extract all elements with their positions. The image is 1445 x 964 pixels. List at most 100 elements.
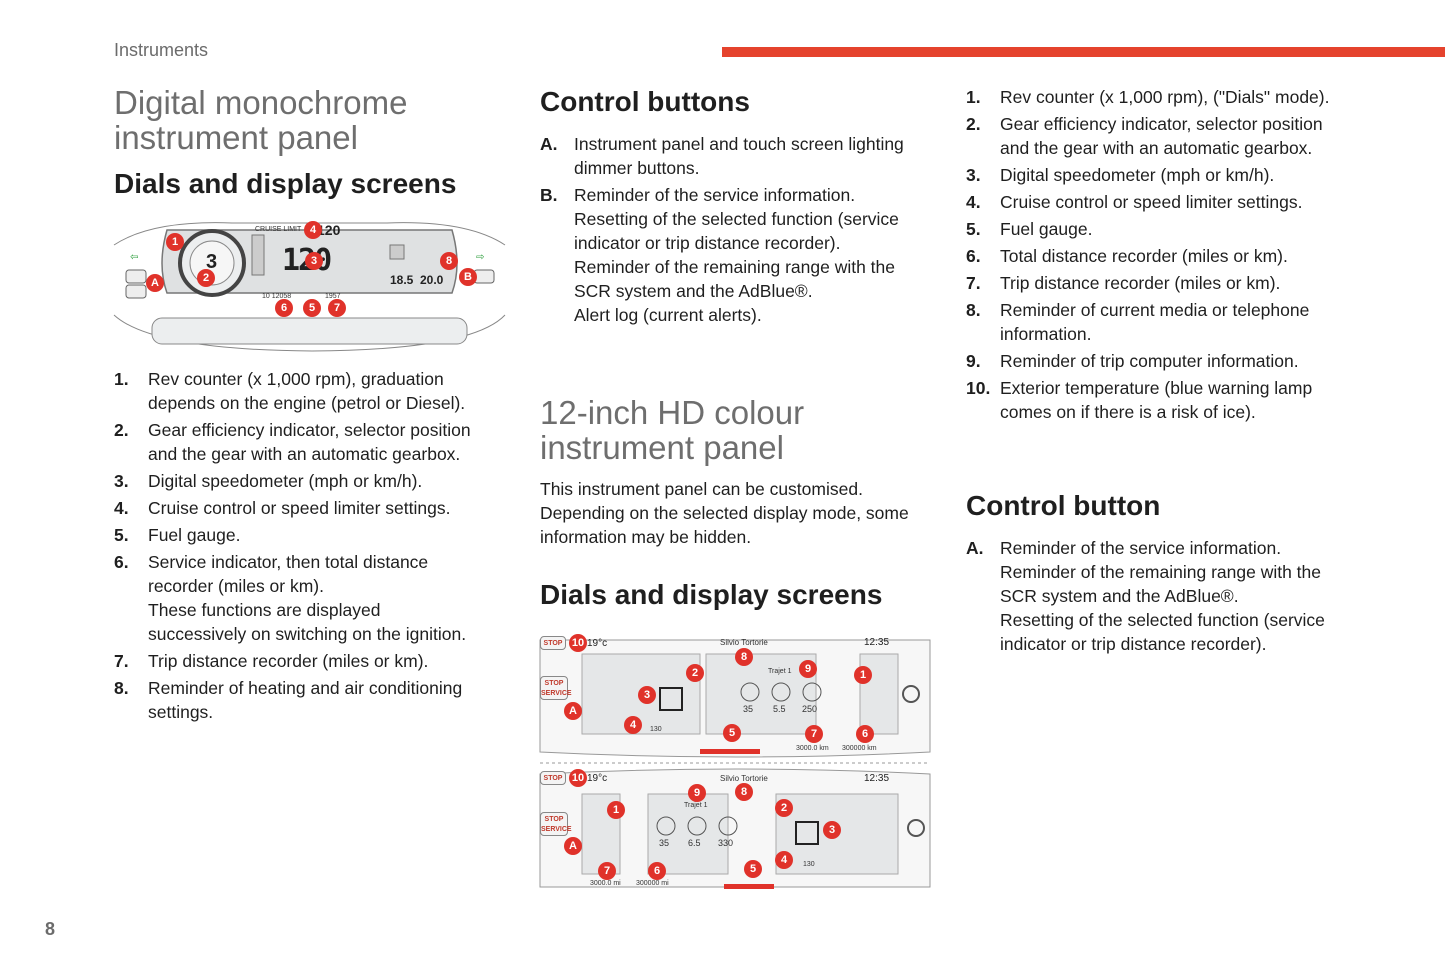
hd-top-trip-value-2: 5.5 xyxy=(773,704,786,714)
hd-callout-bottom-5: 5 xyxy=(744,860,762,878)
svg-text:⇦: ⇦ xyxy=(130,252,138,263)
list-item: 7.Trip distance recorder (miles or km). xyxy=(114,649,509,673)
callout-B: B xyxy=(459,268,477,286)
hd-intro-paragraph: This instrument panel can be customised.… xyxy=(540,479,909,547)
hd-callout-bottom-8: 8 xyxy=(735,783,753,801)
list-item-text: These functions are displayed xyxy=(148,600,381,620)
list-item-text: Reminder of trip computer information. xyxy=(1000,351,1299,371)
hd-callout-bottom-9: 9 xyxy=(688,784,706,802)
hd-callout-bottom-4: 4 xyxy=(775,851,793,869)
cruise-speed: 120 xyxy=(317,222,341,238)
hd-top-time: 12:35 xyxy=(864,637,890,648)
odometer: 10 12058 xyxy=(262,293,292,300)
list-item-text: depends on the engine (petrol or Diesel)… xyxy=(148,393,466,413)
hd-bottom-name: Silvio Tortorie xyxy=(720,774,768,783)
list-item-text: Total distance recorder (miles or km). xyxy=(1000,246,1288,266)
hd-bottom-trip-label: Trajet 1 xyxy=(684,802,708,809)
list-item-number: 6. xyxy=(114,552,129,572)
list-item: 6. Total distance recorder (miles or km). xyxy=(966,244,1361,268)
hd-top-trip-value-3: 250 xyxy=(802,704,818,714)
callout-A: A xyxy=(146,274,164,292)
list-item-number: 7. xyxy=(966,273,981,293)
callout-1: 1 xyxy=(166,233,184,251)
header-accent-bar xyxy=(722,47,1445,57)
list-item-text: SCR system and the AdBlue®. xyxy=(1000,586,1239,606)
cruise-label: CRUISE LIMIT xyxy=(255,226,302,233)
hd-panel-outline xyxy=(539,639,931,889)
hd-callout-bottom-1: 1 xyxy=(607,801,625,819)
stop-button-top: STOP xyxy=(540,636,566,650)
list-item-number: 5. xyxy=(114,525,129,545)
list-item-number: 6. xyxy=(966,246,981,266)
list-item: A. Reminder of the service information. Re… xyxy=(966,536,1361,656)
list-item-text: Service indicator, then total distance xyxy=(148,552,429,572)
list-item: 1.Rev counter (x 1,000 rpm), ("Dials" mo… xyxy=(966,85,1361,109)
hd-bottom-time: 12:35 xyxy=(864,773,890,784)
hd-bottom-trip-value-2: 6.5 xyxy=(688,838,701,848)
hd-bottom-cruise: 130 xyxy=(803,861,815,868)
list-item-text: Reminder of current media or telephone xyxy=(1000,300,1310,320)
hd-callout-top-10: 10 xyxy=(569,634,587,652)
service-button-bottom: STOP SERVICE xyxy=(540,812,572,836)
list-item: B.Reminder of the service information.Re… xyxy=(540,183,935,327)
callout-5: 5 xyxy=(303,299,321,317)
section-title-monochrome: Digital monochrome instrument panel xyxy=(114,84,408,156)
hd-callout-bottom-7: 7 xyxy=(598,862,616,880)
hd-top-odo-1: 3000.0 km xyxy=(796,745,829,752)
trip-display: 1957 xyxy=(325,293,341,300)
hd-callout-bottom-3: 3 xyxy=(823,821,841,839)
hd-top-name: Silvio Tortorie xyxy=(720,638,768,647)
svg-text:⇨: ⇨ xyxy=(476,252,484,263)
hd-top-odo-2: 300000 km xyxy=(842,745,877,752)
hd-bottom-trip-value-1: 35 xyxy=(659,838,670,848)
list-item-text: Instrument panel and touch screen lighti… xyxy=(574,134,904,154)
hd-top-cruise: 130 xyxy=(650,726,662,733)
list-item: 5.Fuel gauge. xyxy=(966,217,1361,241)
section-header: Instruments xyxy=(114,40,209,60)
list-item: 3.Digital speedometer (mph or km/h). xyxy=(114,469,509,493)
list-item-text: Fuel gauge. xyxy=(1000,219,1093,239)
temp-inside: 18.5 xyxy=(390,273,414,287)
hd-callout-top-6: 6 xyxy=(856,725,874,743)
list-item-number: 4. xyxy=(966,192,981,212)
hd-top-temp: 19°c xyxy=(587,638,608,649)
list-item-number: 9. xyxy=(966,351,981,371)
list-item-number: A. xyxy=(966,538,984,558)
list-item-number: 2. xyxy=(966,114,981,134)
monochrome-panel-diagram: ⇦ ⇨ 3 120 CRUISE LIMIT 120 10 12058 1957… xyxy=(112,215,507,353)
list-item-text: settings. xyxy=(148,702,214,722)
list-item-text: and the gear with an automatic gearbox. xyxy=(148,444,461,464)
list-item-text: Reminder of the remaining range with the xyxy=(1000,562,1322,582)
list-item-number: 3. xyxy=(114,471,129,491)
list-item-text: indicator or trip distance recorder). xyxy=(1000,634,1267,654)
control-buttons-title: Control buttons xyxy=(540,86,750,117)
hd-top-trip-value-1: 35 xyxy=(743,704,754,714)
list-item-text: and the gear with an automatic gearbox. xyxy=(1000,138,1313,158)
list-item: 2.Gear efficiency indicator, selector po… xyxy=(114,418,509,466)
list-item-text: Gear efficiency indicator, selector posi… xyxy=(148,420,471,440)
callout-2: 2 xyxy=(197,269,215,287)
list-item-text: recorder (miles or km). xyxy=(148,576,324,596)
hd-callout-bottom-2: 2 xyxy=(775,799,793,817)
temp-setting: 20.0 xyxy=(420,273,444,287)
list-item: 1. Rev counter (x 1,000 rpm), graduation d… xyxy=(114,367,509,415)
column-left: Digital monochrome instrument panel Dial… xyxy=(114,85,509,201)
hd-bottom-odo-2: 300000 mi xyxy=(636,880,669,887)
hd-callout-top-5: 5 xyxy=(723,724,741,742)
hd-dials-title: Dials and display screens xyxy=(540,579,883,610)
list-item-text: comes on if there is a risk of ice). xyxy=(1000,402,1256,422)
list-item: 6. Service indicator, then total distance… xyxy=(114,550,509,646)
hd-callout-bottom-A: A xyxy=(564,837,582,855)
list-item-text: Fuel gauge. xyxy=(148,525,241,545)
list-item: 3.Digital speedometer (mph or km/h). xyxy=(966,163,1361,187)
list-item-text: Reminder of the service information. xyxy=(1000,538,1282,558)
list-item-text: Reminder of the service information. xyxy=(574,185,856,205)
list-item-number: A. xyxy=(540,134,558,154)
list-item: A. Instrument panel and touch screen ligh… xyxy=(540,132,935,180)
hd-callout-top-1: 1 xyxy=(854,666,872,684)
list-item-text: Exterior temperature (blue warning lamp xyxy=(1000,378,1313,398)
list-item-text: dimmer buttons. xyxy=(574,158,700,178)
list-item-text: Trip distance recorder (miles or km). xyxy=(148,651,429,671)
list-item-text: Rev counter (x 1,000 rpm), graduation xyxy=(148,369,444,389)
list-item-number: 1. xyxy=(114,369,129,389)
